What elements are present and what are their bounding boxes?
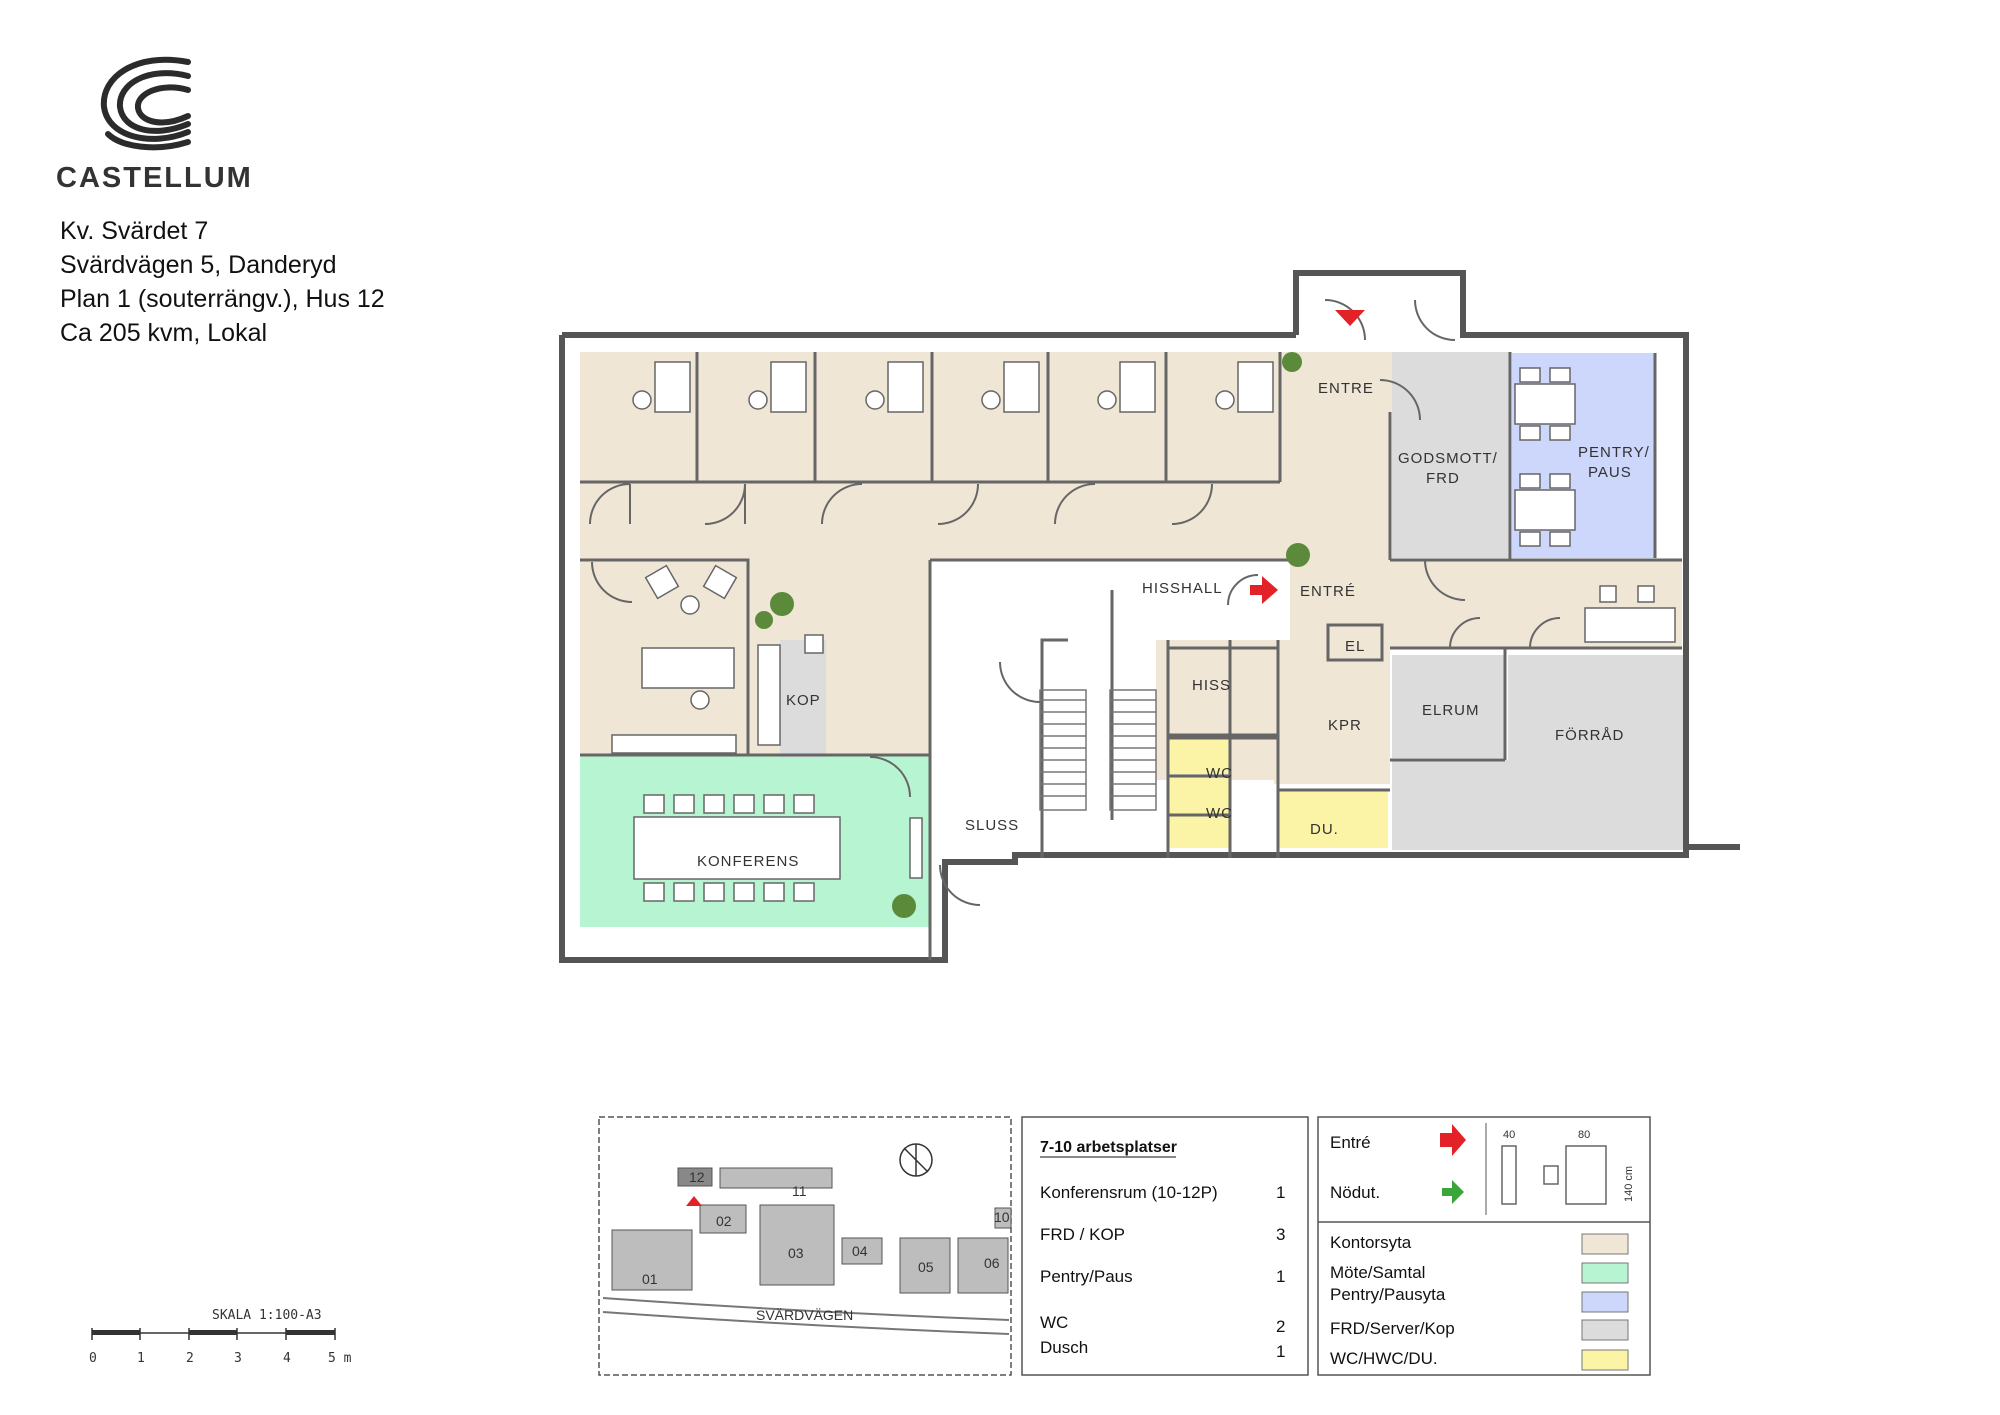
zone-office	[580, 352, 1682, 784]
room-entre-top: ENTRE	[1318, 380, 1374, 397]
row-count-wc: 2	[1276, 1317, 1285, 1336]
scale-tick-2: 2	[186, 1351, 194, 1366]
scale-tick-1: 1	[137, 1351, 145, 1366]
row-label-conference: Konferensrum (10-12P)	[1040, 1183, 1218, 1202]
dim-140: 140 cm	[1623, 1166, 1635, 1202]
row-label-pentry: Pentry/Paus	[1040, 1267, 1133, 1286]
property-info: Kv. Svärdet 7 Svärdvägen 5, Danderyd Pla…	[60, 214, 385, 350]
room-entre-mid: ENTRÉ	[1300, 583, 1356, 600]
room-godsmott-1: GODSMOTT/	[1398, 450, 1498, 467]
furniture-dimension-icons	[1501, 1145, 1607, 1205]
site-street-name: SVÄRDVÄGEN	[756, 1307, 853, 1323]
scale-tick-0: 0	[89, 1351, 97, 1366]
property-address: Svärdvägen 5, Danderyd	[60, 251, 337, 279]
room-wc-1: WC	[1206, 765, 1233, 782]
legend-swatch-frd	[1581, 1319, 1629, 1341]
legend-swatch-kontorsyta	[1581, 1233, 1629, 1255]
zone-wc	[1168, 738, 1388, 848]
row-label-wc: WC	[1040, 1313, 1068, 1332]
property-block: Kv. Svärdet 7	[60, 217, 209, 245]
legend-label-frd: FRD/Server/Kop	[1330, 1319, 1455, 1338]
legend-swatch-pentry	[1581, 1291, 1629, 1313]
row-count-frd: 3	[1276, 1225, 1285, 1244]
entre-arrow-icon	[1440, 1124, 1466, 1156]
dim-40: 40	[1503, 1129, 1515, 1141]
scale-tick-4: 4	[283, 1351, 291, 1366]
row-count-conference: 1	[1276, 1183, 1285, 1202]
room-kop: KOP	[786, 692, 821, 709]
legend-label-wc: WC/HWC/DU.	[1330, 1349, 1438, 1368]
scale-title: SKALA 1:100-A3	[212, 1308, 322, 1323]
room-sluss: SLUSS	[965, 817, 1019, 834]
site-building-02: 02	[716, 1213, 732, 1229]
symbol-entre-label: Entré	[1330, 1133, 1371, 1152]
room-hisshall: HISSHALL	[1142, 580, 1223, 597]
scale-bar: SKALA 1:100-A3 0 1 2 3 4 5 m	[89, 1308, 352, 1366]
legend-label-kontorsyta: Kontorsyta	[1330, 1233, 1412, 1252]
plant-icons	[755, 352, 1310, 918]
room-du: DU.	[1310, 821, 1339, 838]
row-count-pentry: 1	[1276, 1267, 1285, 1286]
site-building-10: 10	[994, 1209, 1010, 1225]
scale-tick-3: 3	[234, 1351, 242, 1366]
dim-80: 80	[1578, 1129, 1590, 1141]
scale-tick-5: 5 m	[328, 1351, 352, 1366]
workplaces-table: 7-10 arbetsplatser Konferensrum (10-12P)…	[1021, 1116, 1309, 1376]
room-pentry-1: PENTRY/	[1578, 444, 1650, 461]
legend-label-pentry: Pentry/Pausyta	[1330, 1285, 1446, 1304]
site-building-01: 01	[642, 1271, 658, 1287]
row-label-dusch: Dusch	[1040, 1338, 1088, 1357]
pentry-tables	[1514, 367, 1676, 643]
site-building-05: 05	[918, 1259, 934, 1275]
room-elrum: ELRUM	[1422, 702, 1480, 719]
site-entrance-icon	[686, 1196, 702, 1206]
room-godsmott-2: FRD	[1426, 470, 1460, 487]
interior-walls	[580, 352, 1682, 960]
conference-table	[633, 794, 923, 902]
row-count-dusch: 1	[1276, 1342, 1285, 1361]
site-map: 12 11 02 03 04 05 06 10 01 SVÄRDVÄGEN	[598, 1116, 1012, 1376]
property-area: Ca 205 kvm, Lokal	[60, 319, 268, 347]
site-building-06: 06	[984, 1255, 1000, 1271]
legend-swatch-mote	[1581, 1262, 1629, 1284]
emergency-exit-arrow-icon	[1442, 1180, 1464, 1204]
room-el: EL	[1345, 638, 1365, 655]
room-konferens: KONFERENS	[697, 853, 799, 870]
entrance-arrow-icon	[1250, 310, 1365, 604]
site-building-04: 04	[852, 1243, 868, 1259]
workplaces-heading: 7-10 arbetsplatser	[1040, 1139, 1177, 1156]
desks	[611, 361, 1274, 754]
property-floor: Plan 1 (souterrängv.), Hus 12	[60, 285, 385, 313]
symbol-nodut-label: Nödut.	[1330, 1183, 1380, 1202]
site-building-11: 11	[792, 1183, 807, 1199]
castellum-swirl-logo-icon	[100, 56, 191, 151]
legend-swatch-wc	[1581, 1349, 1629, 1371]
room-kpr: KPR	[1328, 717, 1362, 734]
zone-frd	[780, 352, 1684, 850]
brand-name: CASTELLUM	[56, 162, 253, 194]
stairs	[1039, 689, 1157, 811]
legend-box: Entré Nödut. 40 80 140 cm Kontorsyta Möt…	[1317, 1116, 1651, 1376]
row-label-frd: FRD / KOP	[1040, 1225, 1125, 1244]
room-forrad: FÖRRÅD	[1555, 726, 1624, 744]
room-hiss: HISS	[1192, 677, 1231, 694]
room-pentry-2: PAUS	[1588, 464, 1632, 481]
site-building-03: 03	[788, 1245, 804, 1261]
room-wc-2: WC	[1206, 805, 1233, 822]
legend-label-mote: Möte/Samtal	[1330, 1263, 1425, 1282]
site-building-12: 12	[689, 1169, 705, 1185]
exterior-walls	[559, 270, 1740, 963]
doors	[589, 299, 1561, 906]
